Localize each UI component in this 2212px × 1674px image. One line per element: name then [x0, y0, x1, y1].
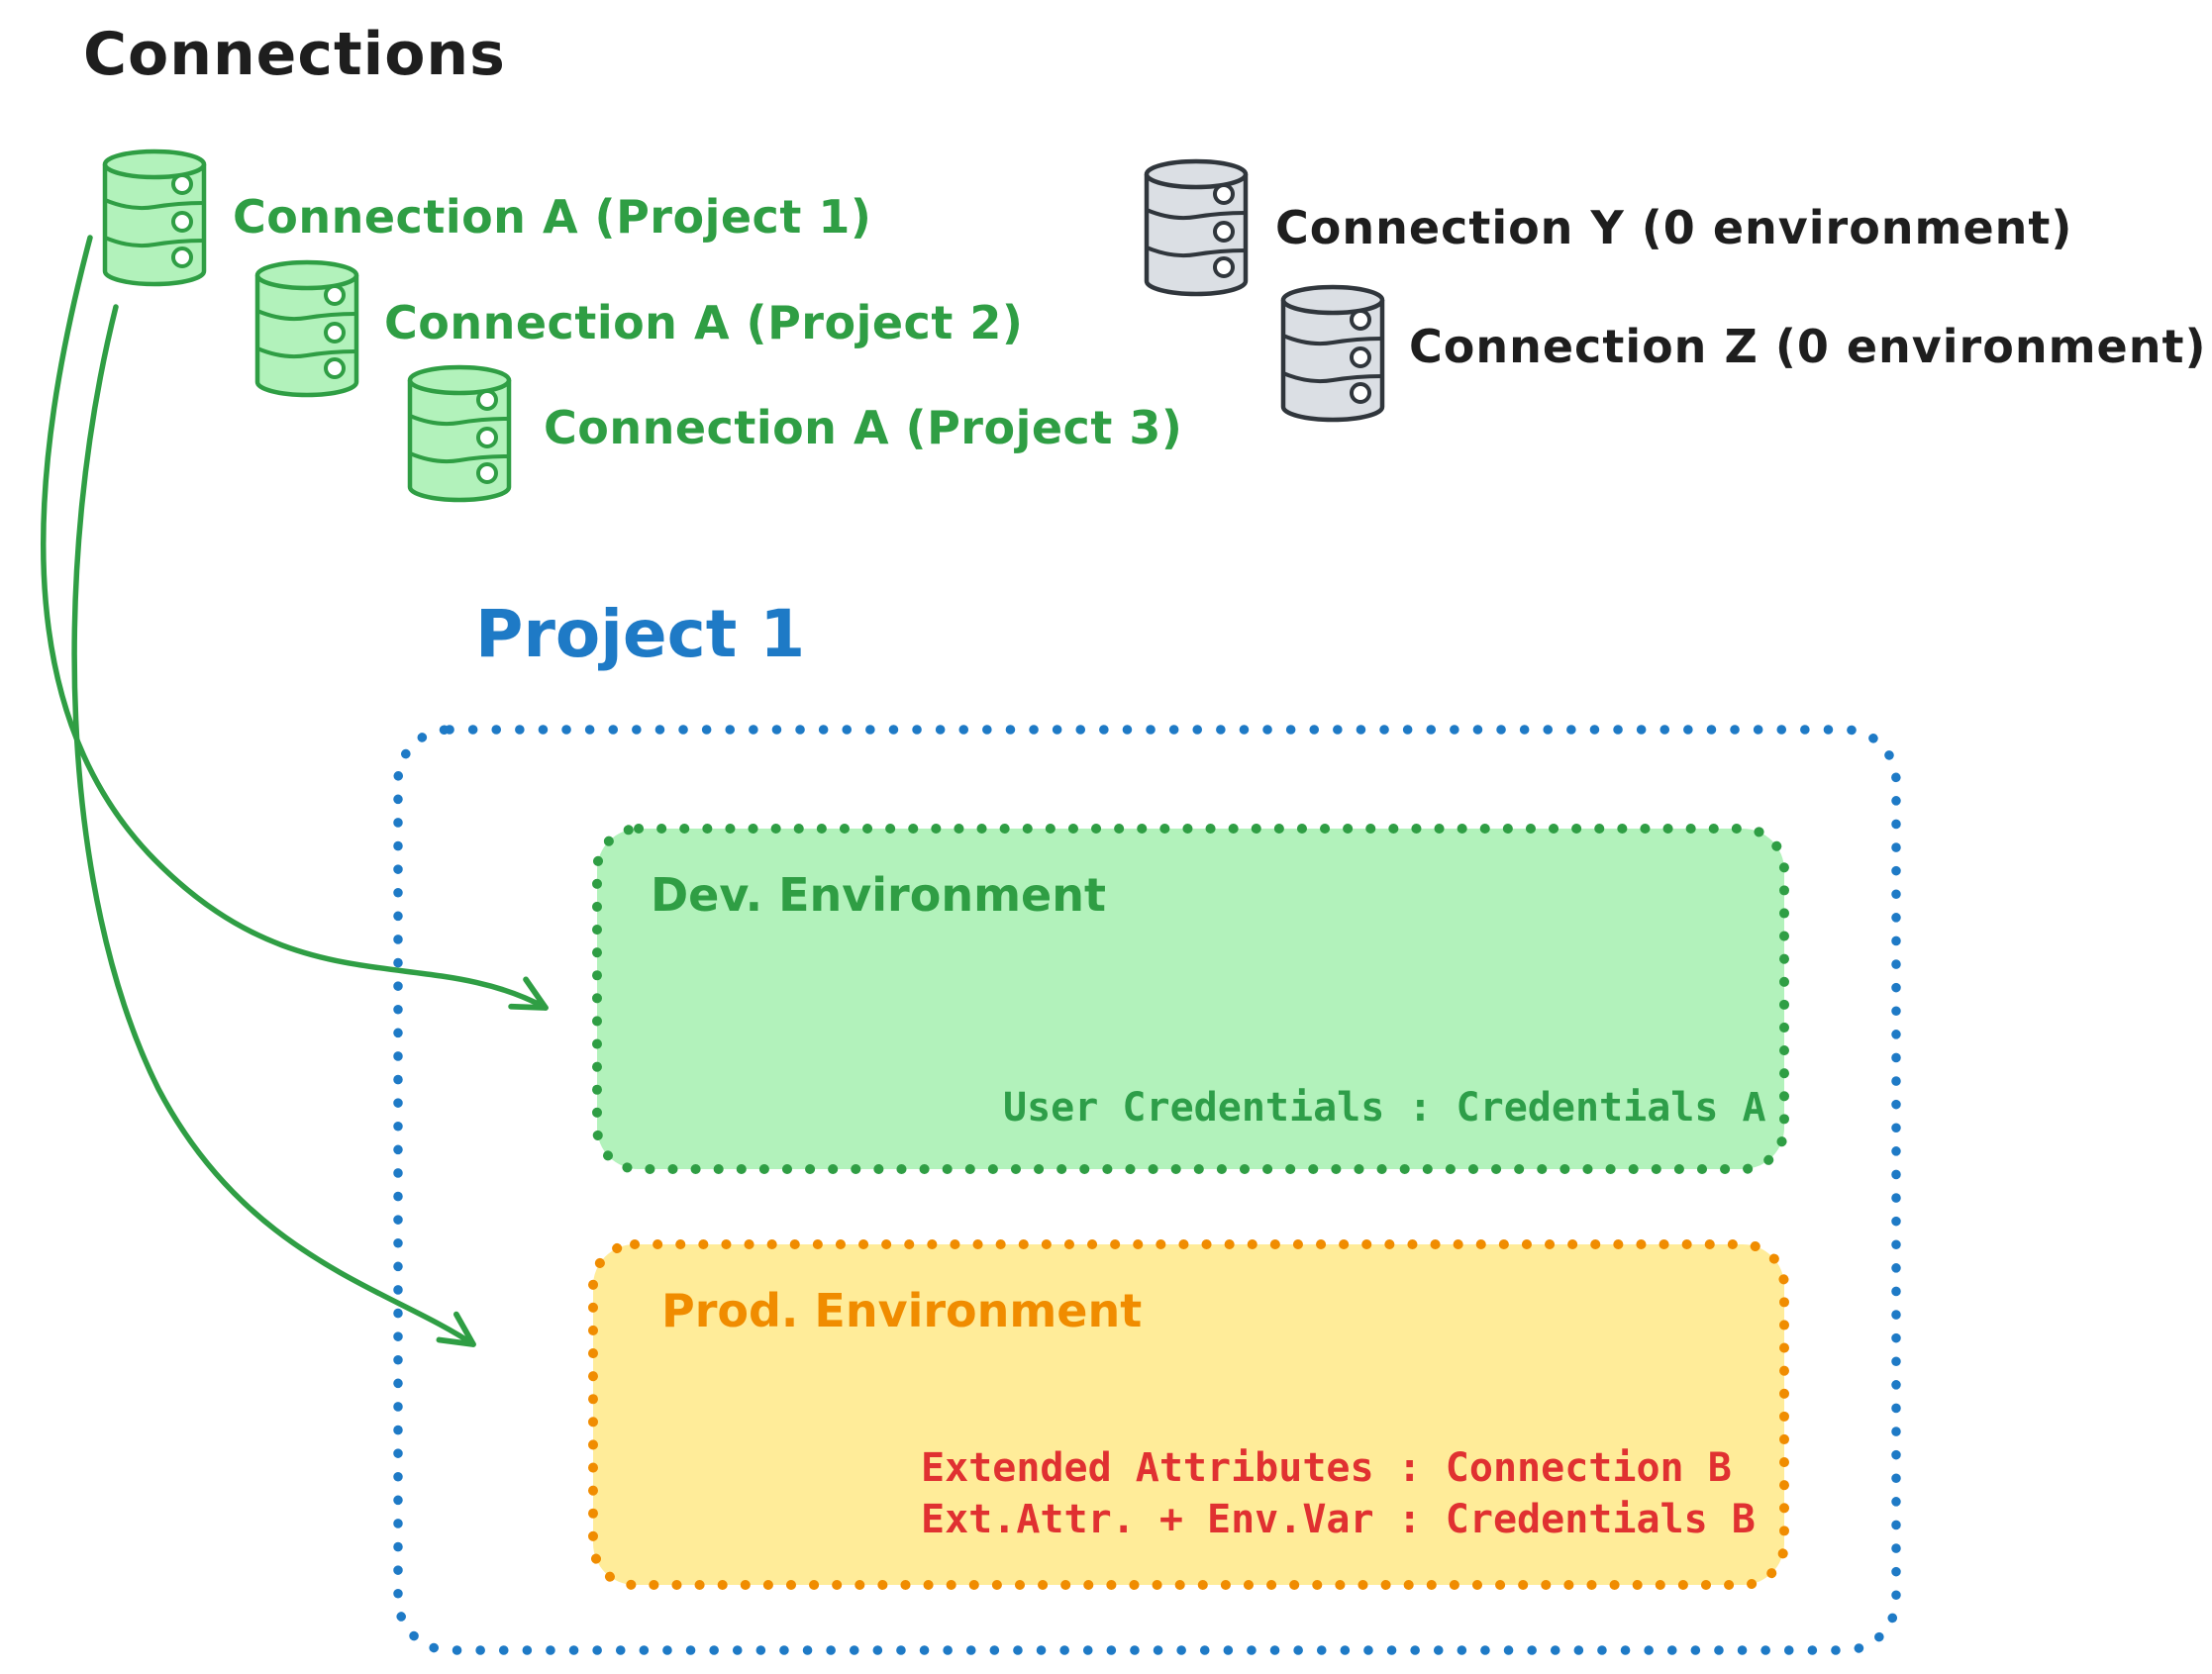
database-icon	[1147, 161, 1246, 294]
arrow-connection-a-to-dev	[41, 235, 549, 1011]
prod-environment-title: Prod. Environment	[661, 1284, 1143, 1337]
prod-connection-mapping: Extended Attributes : Connection B	[921, 1445, 1732, 1491]
database-icon	[257, 262, 356, 395]
connection-y-label: Connection Y (0 environment)	[1275, 201, 2073, 254]
dev-environment-box	[592, 824, 1789, 1174]
dev-credentials-mapping: User Credentials : Credentials A	[1003, 1085, 1766, 1131]
project-1-title: Project 1	[475, 596, 806, 672]
database-icon	[410, 367, 509, 500]
page-title: Connections	[83, 20, 506, 89]
connection-z-label: Connection Z (0 environment)	[1409, 320, 2207, 373]
arrow-connection-a-to-prod	[71, 304, 476, 1347]
database-icon	[1283, 287, 1382, 420]
dev-environment-title: Dev. Environment	[651, 868, 1106, 922]
prod-environment-box	[588, 1239, 1789, 1590]
connection-a-project-3-label: Connection A (Project 3)	[544, 401, 1183, 454]
connection-a-project-1-label: Connection A (Project 1)	[233, 190, 872, 244]
prod-credentials-mapping: Ext.Attr. + Env.Var : Credentials B	[921, 1497, 1756, 1542]
project-1-box	[393, 725, 1901, 1655]
connection-a-project-2-label: Connection A (Project 2)	[384, 296, 1024, 349]
database-icon	[105, 151, 204, 284]
